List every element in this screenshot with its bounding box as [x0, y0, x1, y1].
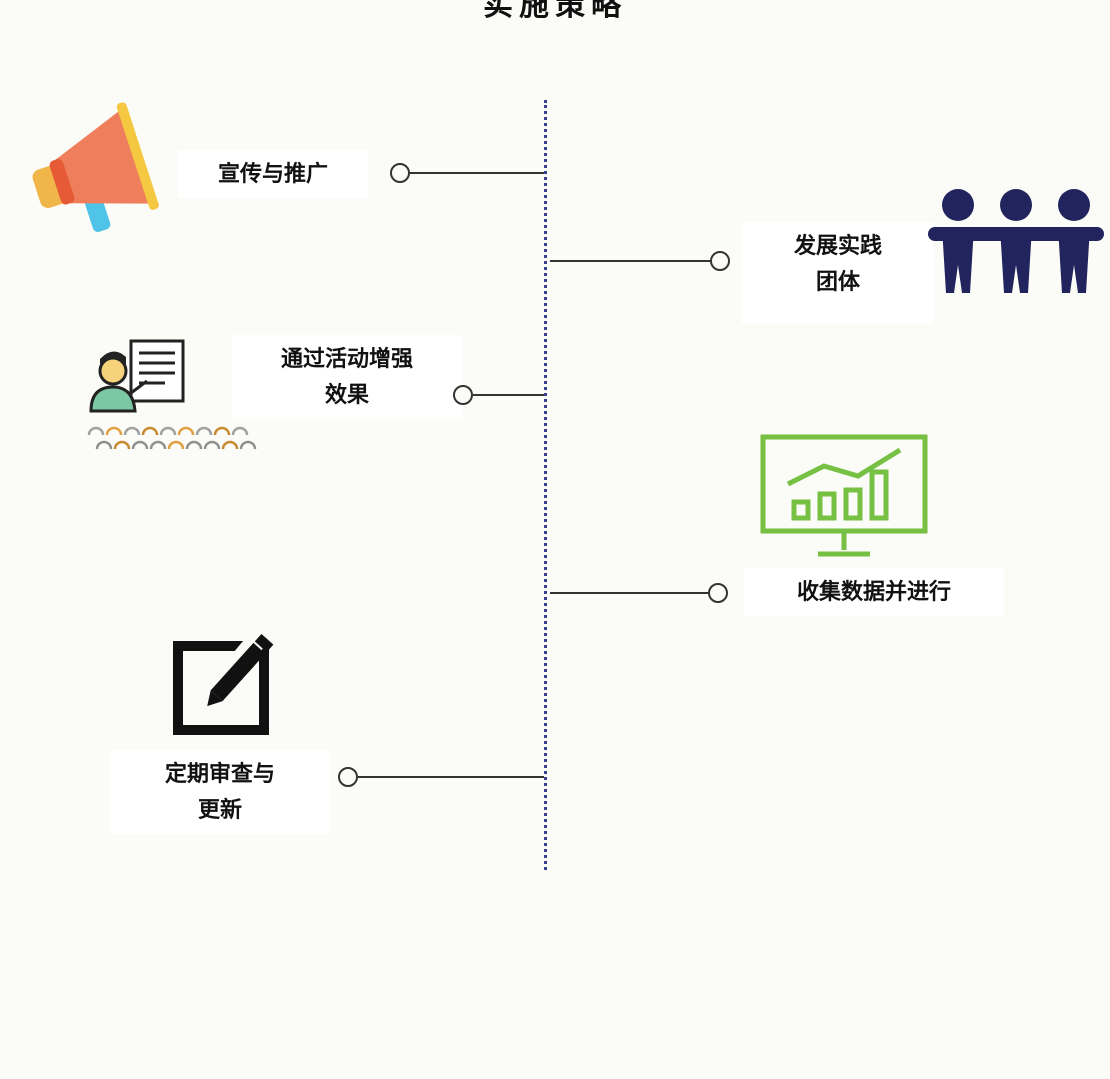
team-icon: [928, 189, 1104, 293]
step-node-3: [453, 385, 473, 405]
diagram-title-area: 实施策略: [0, 0, 1110, 20]
step-node-1: [390, 163, 410, 183]
step-connector-5: [358, 776, 544, 778]
chart-monitor-icon: [760, 434, 928, 557]
timeline-axis: [544, 100, 547, 870]
step-node-5: [338, 767, 358, 787]
diagram-title: 实施策略: [483, 0, 627, 20]
step-label-3: 通过活动增强 效果: [232, 335, 462, 419]
step-connector-3: [473, 394, 544, 396]
step-label-2: 发展实践 团体: [742, 222, 934, 324]
step-label-1: 宣传与推广: [178, 150, 368, 198]
step-node-2: [710, 251, 730, 271]
megaphone-icon: [32, 102, 159, 232]
step-connector-2: [550, 260, 710, 262]
step-connector-4: [550, 592, 710, 594]
step-connector-1: [410, 172, 544, 174]
presentation-audience-icon: [87, 339, 257, 450]
step-node-4: [708, 583, 728, 603]
step-label-5: 定期审查与 更新: [110, 750, 330, 834]
edit-icon: [173, 632, 274, 735]
step-label-4: 收集数据并进行: [744, 568, 1004, 616]
